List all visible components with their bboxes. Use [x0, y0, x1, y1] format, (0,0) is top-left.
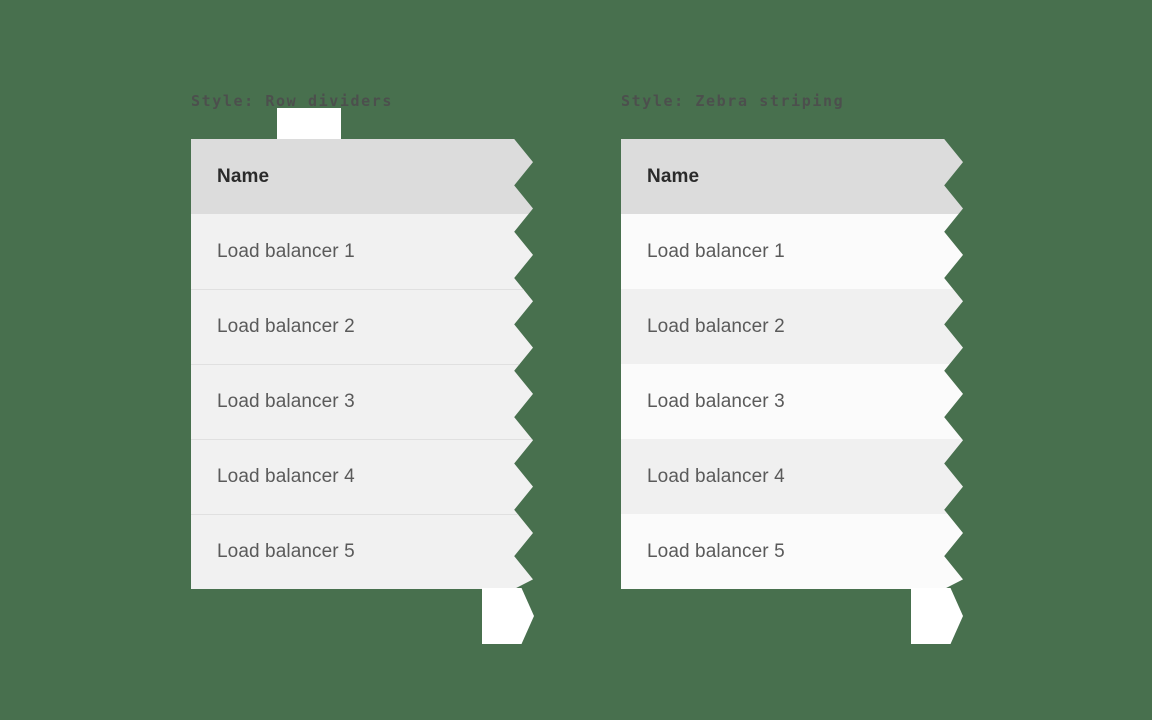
- column-header-name: Name: [217, 165, 270, 187]
- column-header-name: Name: [647, 165, 700, 187]
- table-row-dividers: Name Load balancer 1 Load balancer 2 Loa…: [191, 139, 533, 589]
- table-wrapper-row-dividers: Name Load balancer 1 Load balancer 2 Loa…: [191, 139, 533, 589]
- table-row[interactable]: Load balancer 5: [191, 514, 533, 589]
- table-row[interactable]: Load balancer 3: [191, 364, 533, 439]
- table-zebra-striping: Name Load balancer 1 Load balancer 2 Loa…: [621, 139, 963, 589]
- cell-name: Load balancer 4: [217, 466, 355, 487]
- paper-flap-bottom-left: [482, 588, 534, 644]
- cell-name: Load balancer 2: [647, 315, 785, 337]
- style-label-row-dividers: Style: Row dividers: [191, 92, 393, 110]
- table-row[interactable]: Load balancer 3: [621, 364, 963, 439]
- cell-name: Load balancer 5: [217, 541, 355, 562]
- table-row[interactable]: Load balancer 2: [621, 289, 963, 364]
- table-row[interactable]: Load balancer 5: [621, 514, 963, 589]
- table-row[interactable]: Load balancer 2: [191, 289, 533, 364]
- cell-name: Load balancer 4: [647, 465, 785, 487]
- cell-name: Load balancer 5: [647, 540, 785, 562]
- cell-name: Load balancer 3: [217, 391, 355, 412]
- table-wrapper-zebra-striping: Name Load balancer 1 Load balancer 2 Loa…: [621, 139, 963, 589]
- cell-name: Load balancer 1: [647, 240, 785, 262]
- paper-flap-top: [277, 108, 341, 139]
- table-row[interactable]: Load balancer 4: [191, 439, 533, 514]
- panel-zebra-striping: Style: Zebra striping Name Load balancer…: [621, 88, 963, 589]
- table-header-row: Name: [621, 139, 963, 214]
- style-label-zebra-striping: Style: Zebra striping: [621, 92, 845, 110]
- table-row[interactable]: Load balancer 1: [621, 214, 963, 289]
- table-row[interactable]: Load balancer 4: [621, 439, 963, 514]
- cell-name: Load balancer 1: [217, 240, 355, 262]
- table-header-row: Name: [191, 139, 533, 214]
- cell-name: Load balancer 3: [647, 390, 785, 412]
- cell-name: Load balancer 2: [217, 316, 355, 337]
- panel-row-dividers: Style: Row dividers Name Load balancer 1…: [191, 88, 533, 589]
- paper-flap-bottom-right: [911, 588, 963, 644]
- table-row[interactable]: Load balancer 1: [191, 214, 533, 289]
